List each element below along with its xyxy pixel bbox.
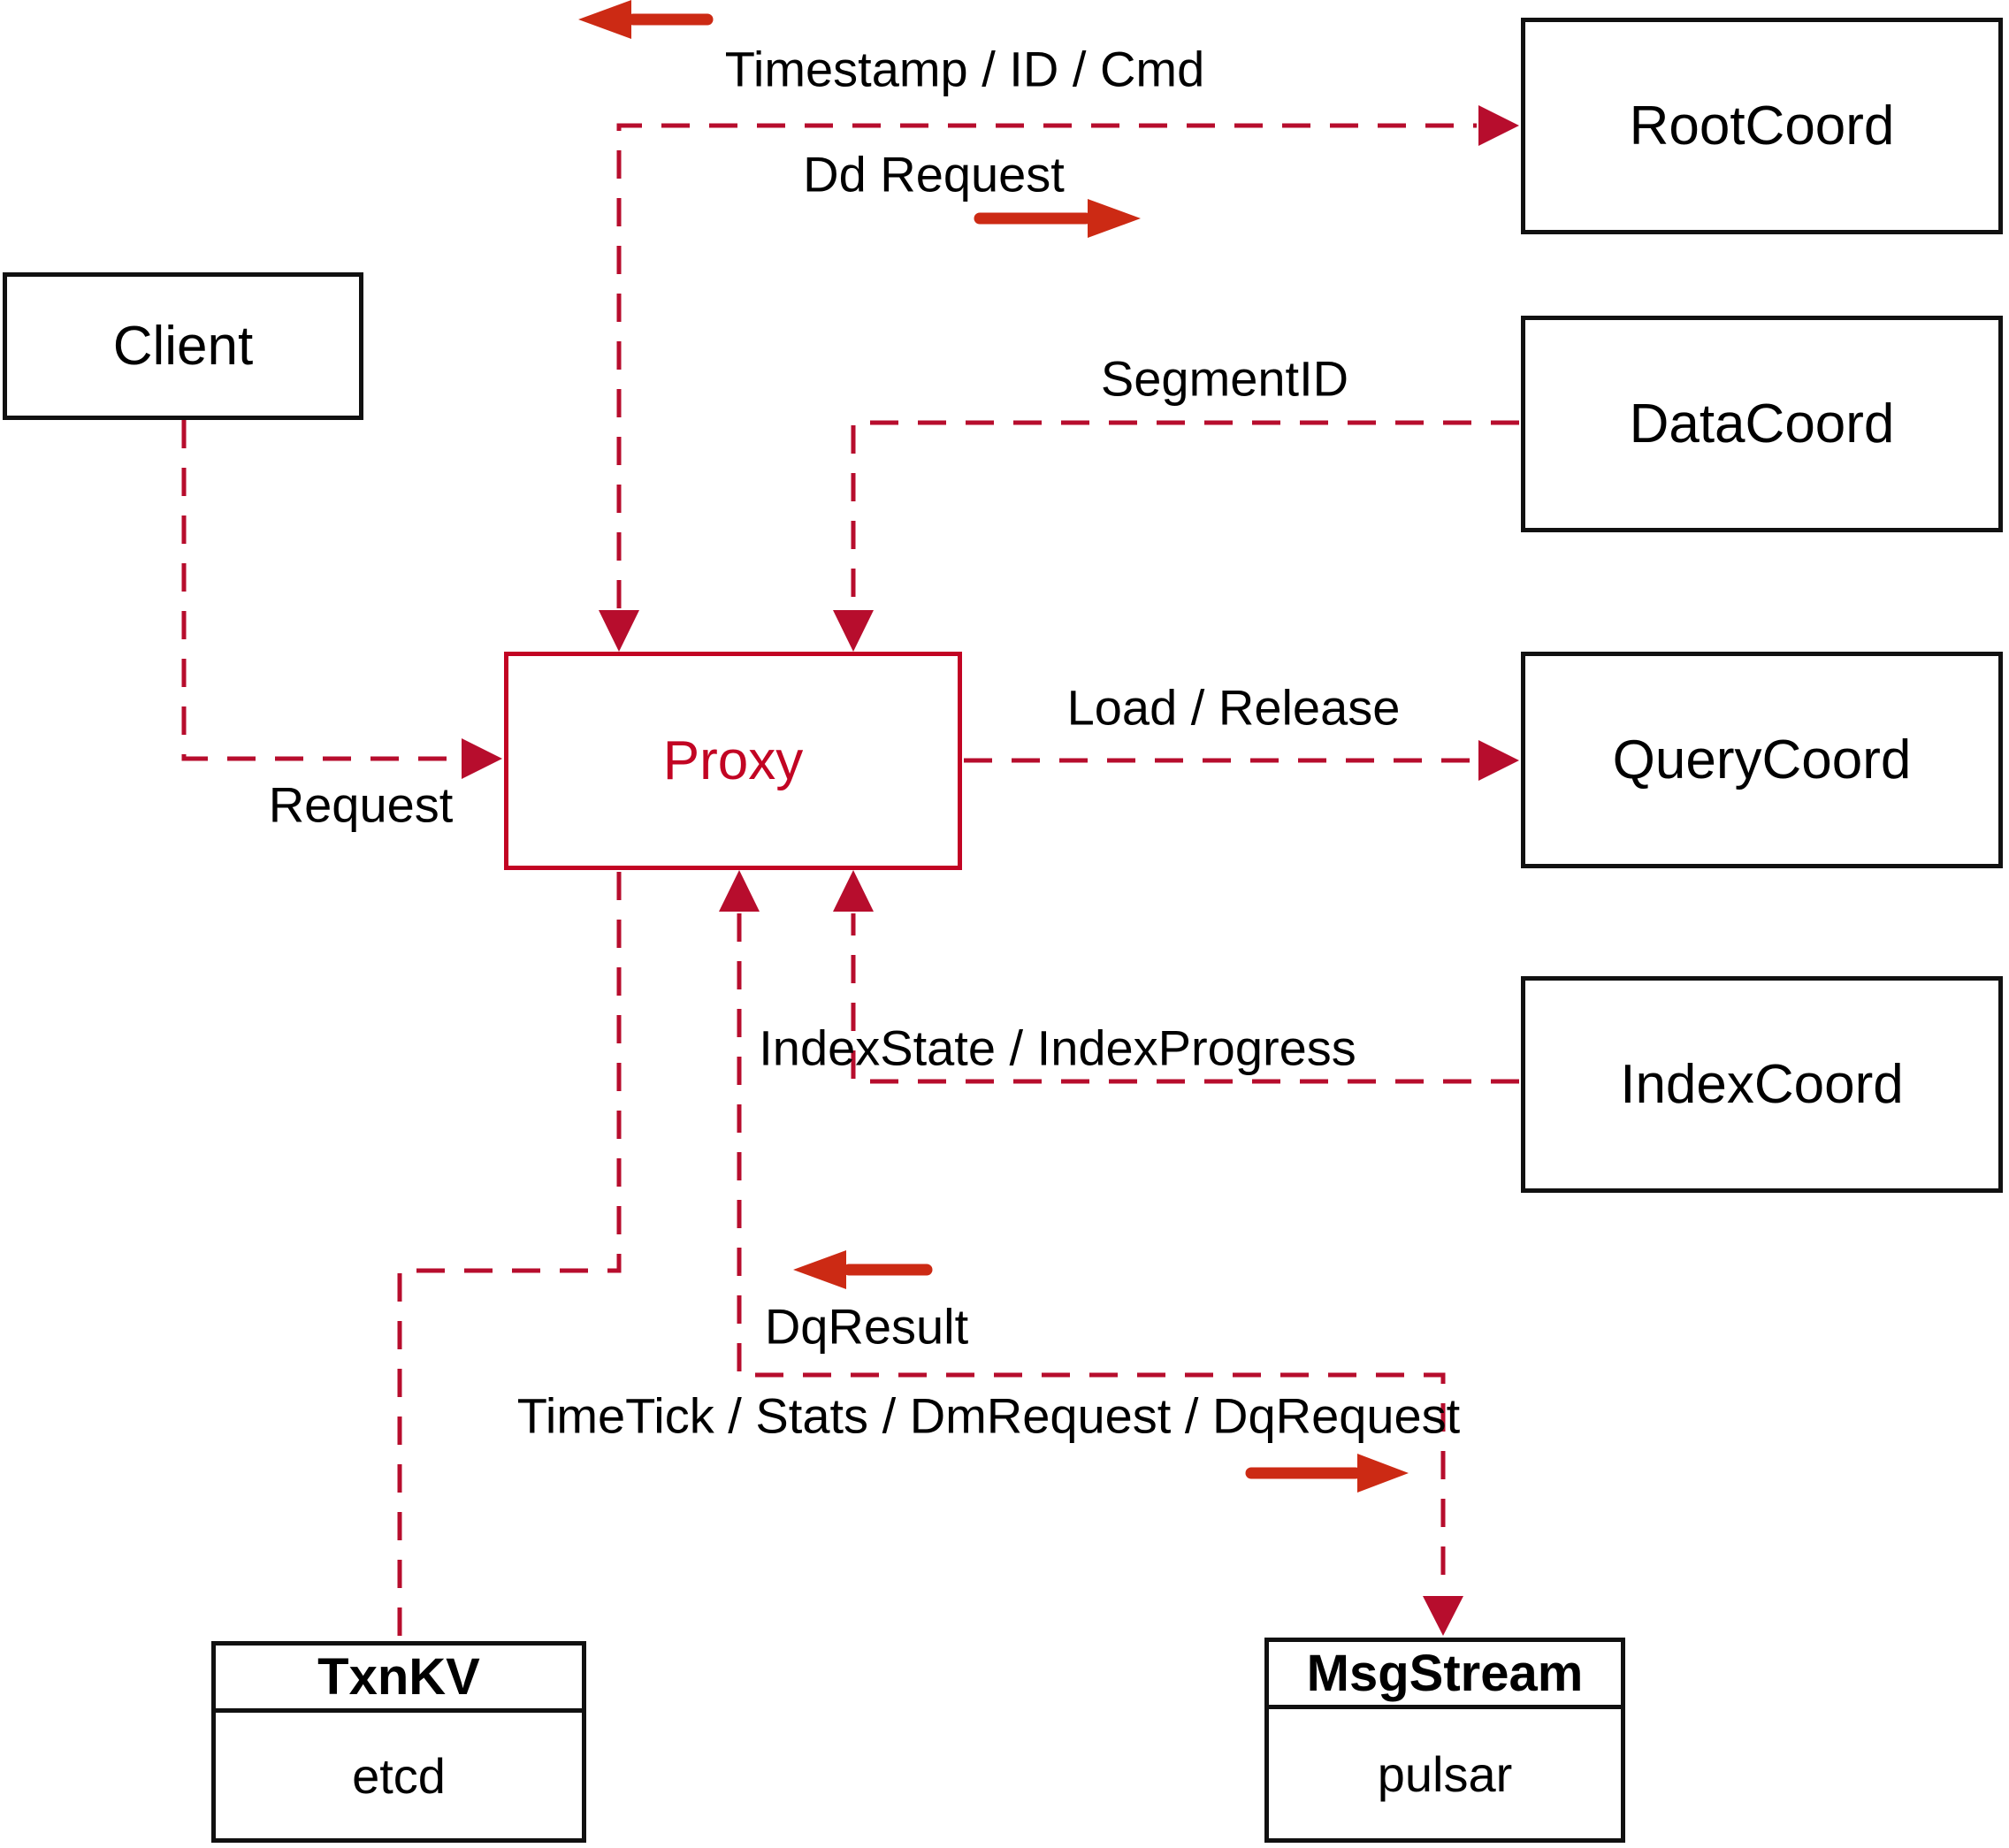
edge-proxy-msgstream — [737, 913, 1446, 1594]
node-client: Client — [3, 272, 363, 420]
node-indexcoord: IndexCoord — [1521, 976, 2003, 1193]
edge-label-dd-request: Dd Request — [803, 146, 1065, 202]
edge-label-indexstate-indexprogress: IndexState / IndexProgress — [759, 1019, 1356, 1076]
legend-arrowhead-left-dqresult — [793, 1250, 846, 1289]
node-txnkv: TxnKV etcd — [211, 1641, 586, 1843]
arrowhead-into-proxy-bottom-right — [833, 870, 874, 912]
edge-label-load-release: Load / Release — [1066, 679, 1401, 736]
legend-arrowhead-right-timetick — [1357, 1454, 1409, 1493]
node-msgstream-header: MsgStream — [1269, 1642, 1621, 1709]
edge-datacoord-proxy — [851, 420, 1519, 608]
arrowhead-into-msgstream — [1423, 1596, 1463, 1636]
edge-indexcoord-proxy — [851, 913, 1519, 1084]
edge-label-segmentid: SegmentID — [1100, 350, 1349, 407]
edge-label-timetick-stats-dmrequest-dqrequest: TimeTick / Stats / DmRequest / DqRequest — [516, 1387, 1461, 1444]
node-msgstream-subtitle: pulsar — [1377, 1745, 1513, 1802]
edge-client-proxy — [181, 420, 460, 761]
node-datacoord-label: DataCoord — [1629, 393, 1895, 454]
node-proxy-label: Proxy — [662, 730, 804, 791]
arrowhead-into-proxy-bottom-center — [719, 870, 760, 912]
node-msgstream: MsgStream pulsar — [1264, 1638, 1625, 1843]
edge-label-timestamp-id-cmd: Timestamp / ID / Cmd — [724, 41, 1205, 97]
node-indexcoord-label: IndexCoord — [1620, 1054, 1904, 1115]
edge-proxy-txnkv — [397, 872, 622, 1639]
edge-proxy-rootcoord — [616, 123, 1477, 608]
arrowhead-into-proxy-top-right — [833, 610, 874, 652]
node-msgstream-body: pulsar — [1269, 1709, 1621, 1838]
node-txnkv-body: etcd — [216, 1713, 582, 1838]
arrowhead-into-rootcoord — [1478, 105, 1519, 146]
node-rootcoord-label: RootCoord — [1629, 95, 1895, 157]
node-client-label: Client — [112, 316, 254, 377]
node-datacoord: DataCoord — [1521, 316, 2003, 532]
legend-arrowhead-left-rootcoord — [578, 0, 631, 39]
node-txnkv-title: TxnKV — [317, 1648, 480, 1706]
arrowhead-into-querycoord — [1478, 740, 1519, 781]
node-rootcoord: RootCoord — [1521, 18, 2003, 234]
node-msgstream-title: MsgStream — [1306, 1645, 1584, 1702]
arrowhead-into-proxy-top-left — [599, 610, 639, 652]
node-querycoord: QueryCoord — [1521, 652, 2003, 868]
arrowhead-into-proxy-left — [462, 738, 502, 779]
edge-label-request: Request — [268, 776, 454, 833]
node-txnkv-subtitle: etcd — [352, 1747, 446, 1804]
node-txnkv-header: TxnKV — [216, 1646, 582, 1713]
legend-arrowhead-right-ddrequest — [1088, 199, 1141, 238]
edge-label-dqresult: DqResult — [764, 1298, 969, 1355]
node-proxy: Proxy — [504, 652, 962, 870]
node-querycoord-label: QueryCoord — [1612, 729, 1912, 790]
